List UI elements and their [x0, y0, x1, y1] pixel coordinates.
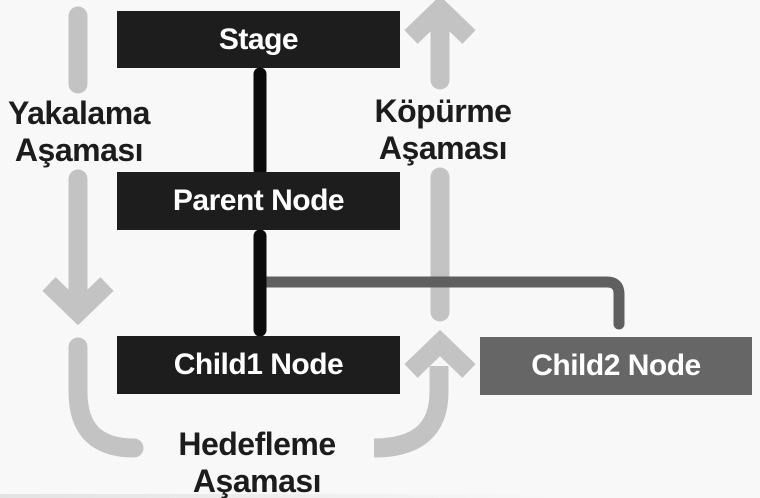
node-child1: Child1 Node	[117, 336, 400, 394]
bottom-edge-shade	[0, 494, 560, 498]
capture-phase-label-line1: Yakalama	[8, 95, 150, 131]
capture-phase-label-line2: Aşaması	[14, 132, 144, 168]
node-child2-label: Child2 Node	[531, 349, 701, 382]
child2-branch-connector	[253, 276, 625, 330]
node-parent: Parent Node	[117, 172, 400, 230]
targeting-phase-arrow-icon	[68, 329, 476, 458]
node-child2: Child2 Node	[480, 337, 752, 395]
node-child1-label: Child1 Node	[173, 348, 344, 381]
bubbling-phase-arrow-icon	[404, 0, 476, 322]
targeting-phase-label-line1: Hedefleme	[178, 426, 336, 462]
capture-phase-label: Yakalama Aşaması	[0, 95, 160, 169]
node-parent-label: Parent Node	[172, 184, 345, 217]
node-stage: Stage	[117, 11, 400, 68]
node-stage-label: Stage	[218, 22, 299, 56]
targeting-phase-label-line2: Aşaması	[192, 463, 322, 498]
capture-phase-arrow-icon	[42, 6, 114, 326]
bubbling-phase-label-line1: Köpürme	[374, 93, 512, 129]
bubbling-phase-label: Köpürme Aşaması	[362, 93, 524, 167]
bubbling-phase-label-line2: Aşaması	[378, 130, 508, 166]
targeting-phase-label: Hedefleme Aşaması	[157, 426, 357, 498]
